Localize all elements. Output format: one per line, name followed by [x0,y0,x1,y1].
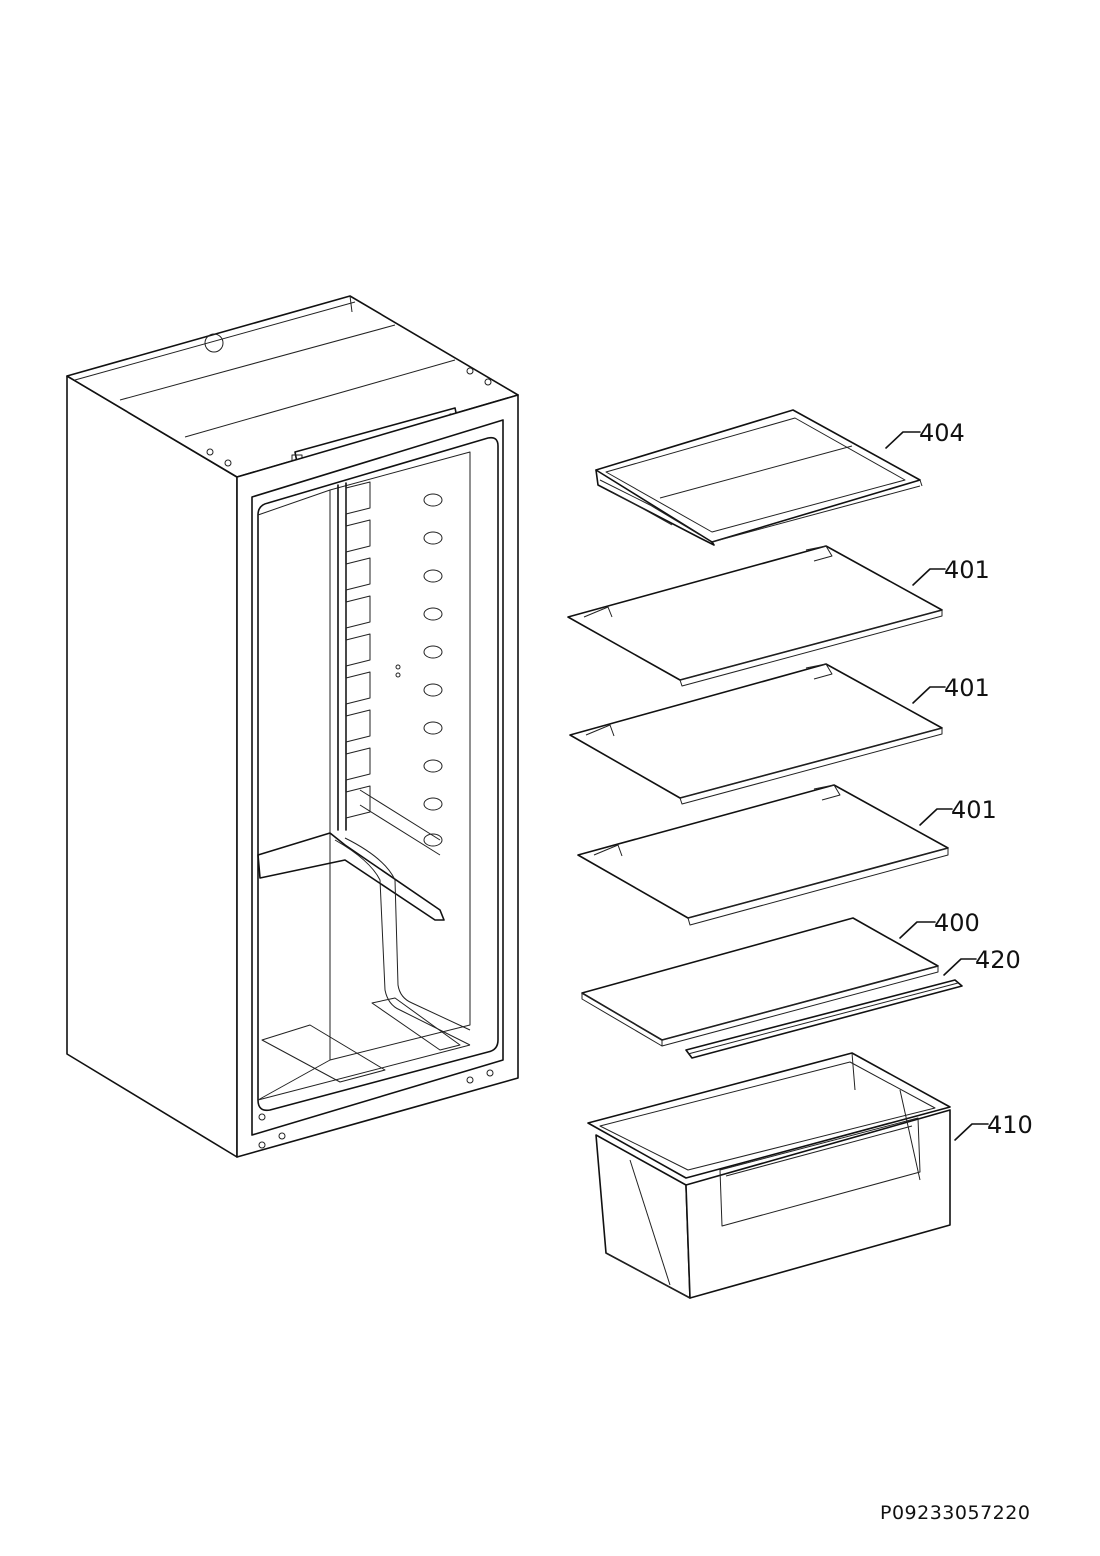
shelf-404 [595,409,923,546]
callout-410: 410 [987,1111,1033,1139]
shelf-401-a [567,545,943,687]
refrigerator-cabinet [66,295,519,1158]
strip-420 [685,979,963,1059]
crisper-410 [587,1052,951,1299]
shelf-400 [581,917,939,1047]
shelf-401-b [569,663,943,805]
callout-401-c: 401 [951,796,997,824]
shelf-support-slots [423,493,443,847]
callout-401-b: 401 [944,674,990,702]
callout-420: 420 [975,946,1021,974]
callout-400: 400 [934,909,980,937]
callouts: 404 401 401 401 400 420 410 [885,419,1033,1141]
shelf-401-c [577,784,949,926]
drawing-number: P09233057220 [880,1502,1031,1524]
shelf-support-ribs [345,481,371,819]
callout-401-a: 401 [944,556,990,584]
callout-404: 404 [919,419,965,447]
